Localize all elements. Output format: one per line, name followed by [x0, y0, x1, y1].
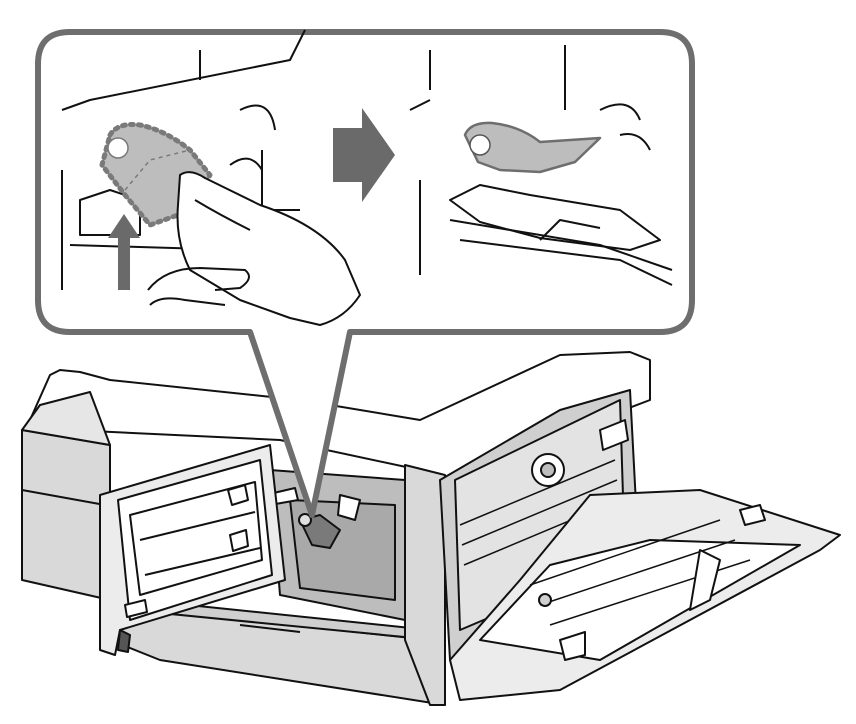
callout-step-lift-tab: [61, 29, 361, 326]
duplex-door-open: [449, 489, 841, 701]
left-side-door: [99, 444, 286, 656]
right-arrow-icon: [333, 108, 395, 202]
up-arrow-icon: [108, 214, 140, 290]
callout-step-tab-raised: [409, 45, 673, 286]
tab-raised: [463, 121, 602, 174]
hand-finger: [176, 171, 361, 326]
